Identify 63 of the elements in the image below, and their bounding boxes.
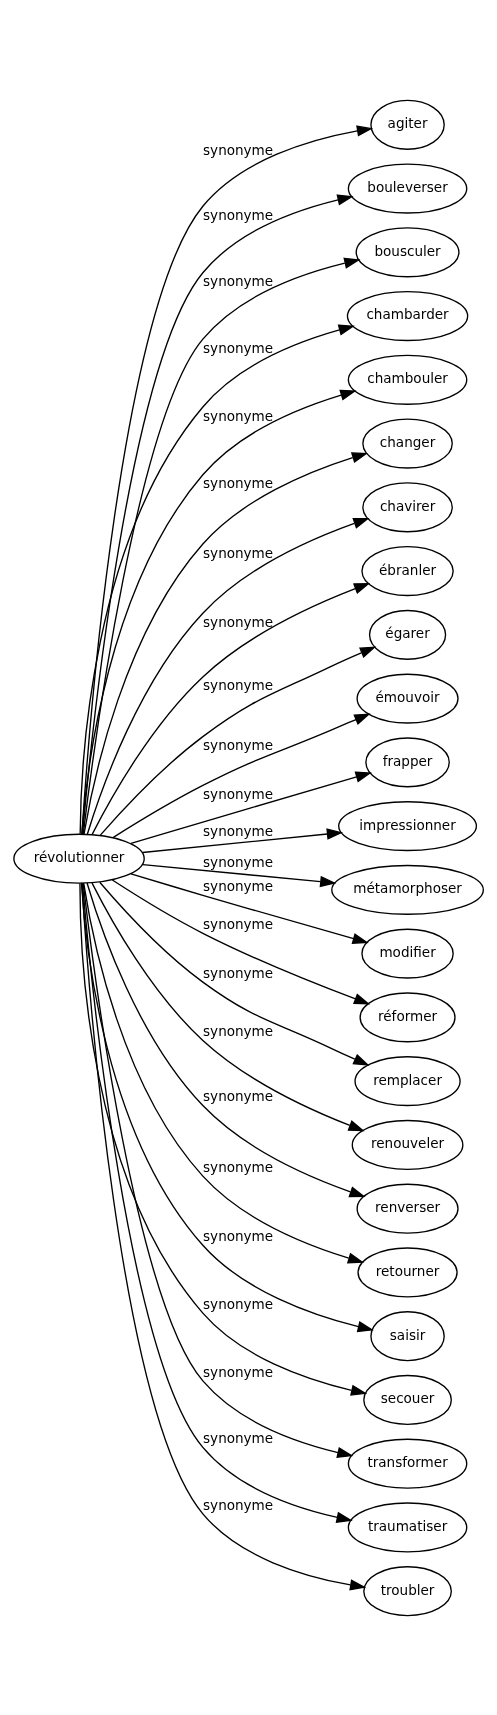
node-ellipse: révolutionner (13, 833, 145, 884)
arrow (81, 124, 374, 835)
arrow (141, 827, 344, 853)
edge-label: synonyme (203, 613, 274, 630)
node-ellipse: renverser (356, 1183, 459, 1234)
arrow (91, 582, 371, 835)
arrow (142, 863, 337, 887)
edge-label: synonyme (203, 272, 274, 289)
node-ellipse: bouleverser (347, 163, 468, 214)
edge-label: synonyme (203, 736, 274, 753)
edge-label: synonyme (203, 676, 274, 693)
edge-label: synonyme (203, 1295, 274, 1312)
node-ellipse: émouvoir (356, 673, 459, 724)
node-ellipse: métamorphoser (331, 864, 484, 915)
node-ellipse: traumatiser (347, 1501, 468, 1552)
edge-label: synonyme (203, 141, 274, 158)
arrow (86, 517, 370, 835)
arrow (111, 878, 371, 1004)
node-ellipse: secouer (363, 1374, 452, 1425)
node-ellipse: retourner (357, 1246, 458, 1297)
node-ellipse: chambouler (347, 354, 468, 405)
node-ellipse: ébranler (361, 545, 454, 596)
node-ellipse: réformer (359, 991, 456, 1042)
node-ellipse: saisir (370, 1310, 445, 1361)
edge-label: synonyme (203, 877, 274, 894)
edge-label: synonyme (203, 1363, 274, 1380)
edge-label: synonyme (203, 1087, 274, 1104)
node-ellipse: agiter (370, 99, 445, 150)
node-ellipse: frapper (365, 736, 450, 787)
arrow (91, 881, 365, 1131)
node-ellipse: impressionner (338, 800, 478, 851)
arrow (112, 712, 371, 838)
arrow (130, 771, 372, 844)
edge-label: synonyme (203, 1227, 274, 1244)
edge-label: synonyme (203, 785, 274, 802)
arrow (130, 872, 369, 944)
arrow (86, 881, 366, 1197)
edge-label: synonyme (203, 853, 274, 870)
edge-label: synonyme (203, 1022, 274, 1039)
edge-label: synonyme (203, 964, 274, 981)
edge-label: synonyme (203, 544, 274, 561)
node-ellipse: égarer (368, 609, 447, 660)
edge-label: synonyme (203, 339, 274, 356)
arrow (83, 882, 365, 1264)
arrow (99, 646, 377, 836)
edge-label: synonyme (203, 206, 274, 223)
node-ellipse: changer (362, 418, 453, 469)
node-ellipse: renouveler (351, 1119, 464, 1170)
edge-label: synonyme (203, 1496, 274, 1513)
node-ellipse: chavirer (362, 481, 453, 532)
edge-label: synonyme (203, 915, 274, 932)
edge-label: synonyme (203, 474, 274, 491)
edge-label: synonyme (203, 407, 274, 424)
node-ellipse: bousculer (355, 226, 460, 277)
arrow (83, 451, 369, 835)
edge-label: synonyme (203, 1158, 274, 1175)
node-ellipse: modifier (361, 928, 454, 979)
edge-label: synonyme (203, 1429, 274, 1446)
node-ellipse: chambarder (346, 290, 469, 341)
node-ellipse: transformer (347, 1438, 468, 1489)
node-ellipse: troubler (363, 1565, 452, 1616)
arrow (99, 881, 370, 1066)
edge-label: synonyme (203, 822, 274, 839)
